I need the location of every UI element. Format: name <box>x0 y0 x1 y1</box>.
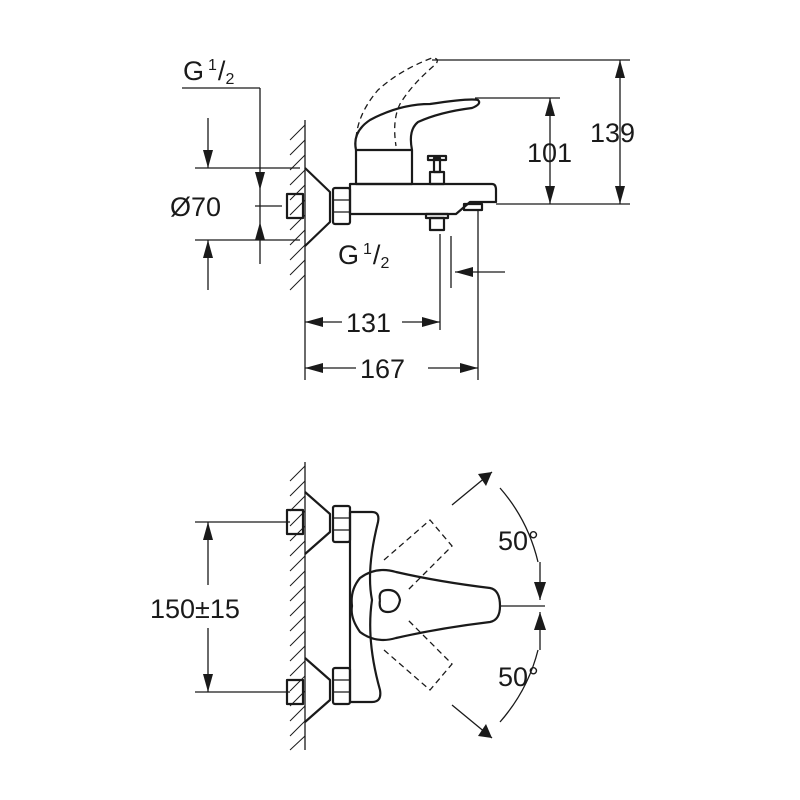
height-total-label: 139 <box>590 118 635 148</box>
height-spout-label: 101 <box>527 138 572 168</box>
depth-outlet-label: 131 <box>346 308 391 338</box>
angle-label-up: 50° <box>498 526 539 556</box>
wall-connector-side <box>285 167 352 247</box>
wall-connector-top-upper <box>285 491 352 555</box>
angle-arcs <box>451 471 546 739</box>
top-view: 150±15 50° 50° <box>150 462 546 751</box>
lever-handle-rotated-ghosts <box>383 519 453 691</box>
spacing-label: 150±15 <box>150 594 240 624</box>
depth-total-label: 167 <box>360 354 405 384</box>
diameter-label: Ø70 <box>170 192 221 222</box>
wall-connector-top-lower <box>285 657 352 723</box>
wall-hatch-top <box>289 462 306 751</box>
faucet-body-top <box>348 510 545 704</box>
wall-hatch-side <box>289 120 306 291</box>
lever-handle-side <box>354 98 481 151</box>
angle-label-down: 50° <box>498 662 539 692</box>
faucet-body-side <box>348 148 498 232</box>
lever-handle-raised-ghost <box>355 57 438 149</box>
